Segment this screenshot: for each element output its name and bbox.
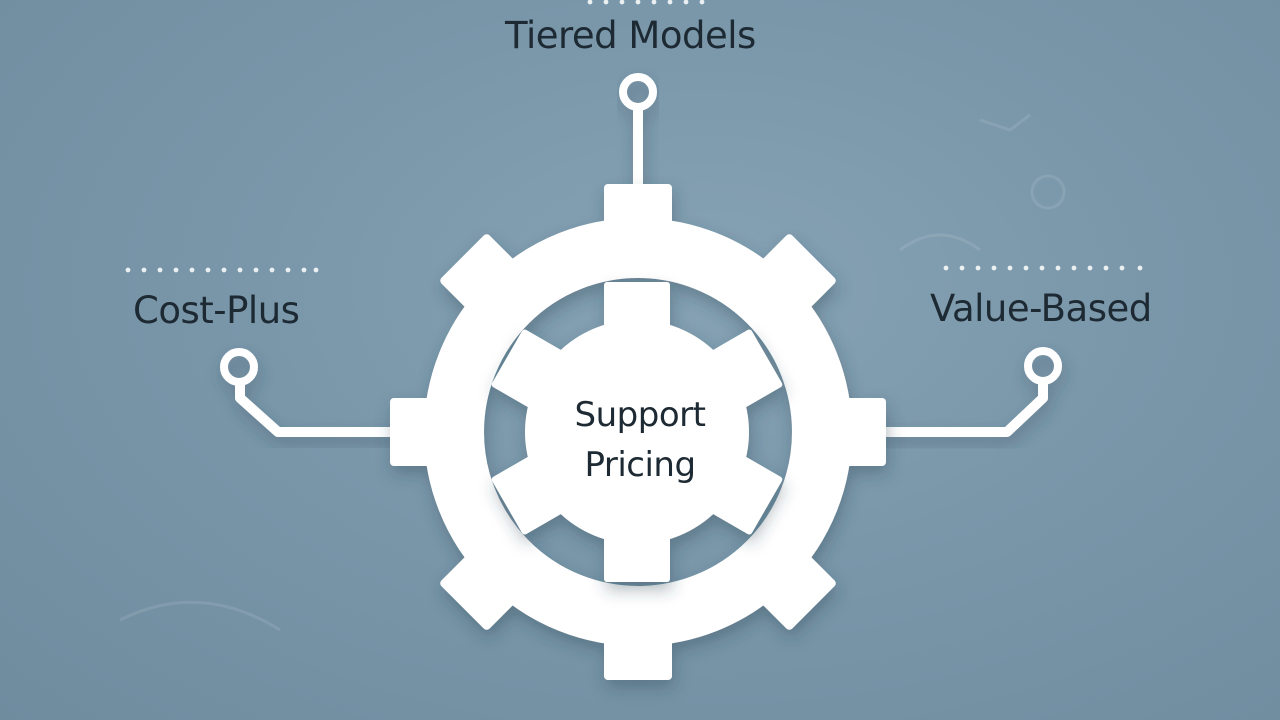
center-label-line-1: Support bbox=[574, 395, 706, 435]
dotted-line-left bbox=[125, 267, 319, 273]
center-label-line-2: Pricing bbox=[584, 445, 696, 485]
branch-label-right: Value-Based bbox=[930, 287, 1152, 330]
ring-node-icon bbox=[1024, 347, 1062, 385]
connector-right bbox=[875, 347, 1062, 437]
ring-node-icon bbox=[220, 348, 258, 386]
dotted-line-top bbox=[587, 0, 705, 5]
center-label: Support Pricing bbox=[540, 390, 740, 490]
dotted-line-right bbox=[943, 265, 1143, 271]
branch-label-left: Cost-Plus bbox=[133, 289, 300, 332]
inner-gear-icon bbox=[491, 282, 783, 582]
ring-node-icon bbox=[619, 73, 657, 111]
connector-top bbox=[619, 73, 657, 205]
branch-label-top: Tiered Models bbox=[505, 14, 756, 57]
background-decoration bbox=[119, 113, 1066, 632]
connector-left bbox=[220, 348, 405, 437]
gear-icon bbox=[390, 184, 886, 680]
